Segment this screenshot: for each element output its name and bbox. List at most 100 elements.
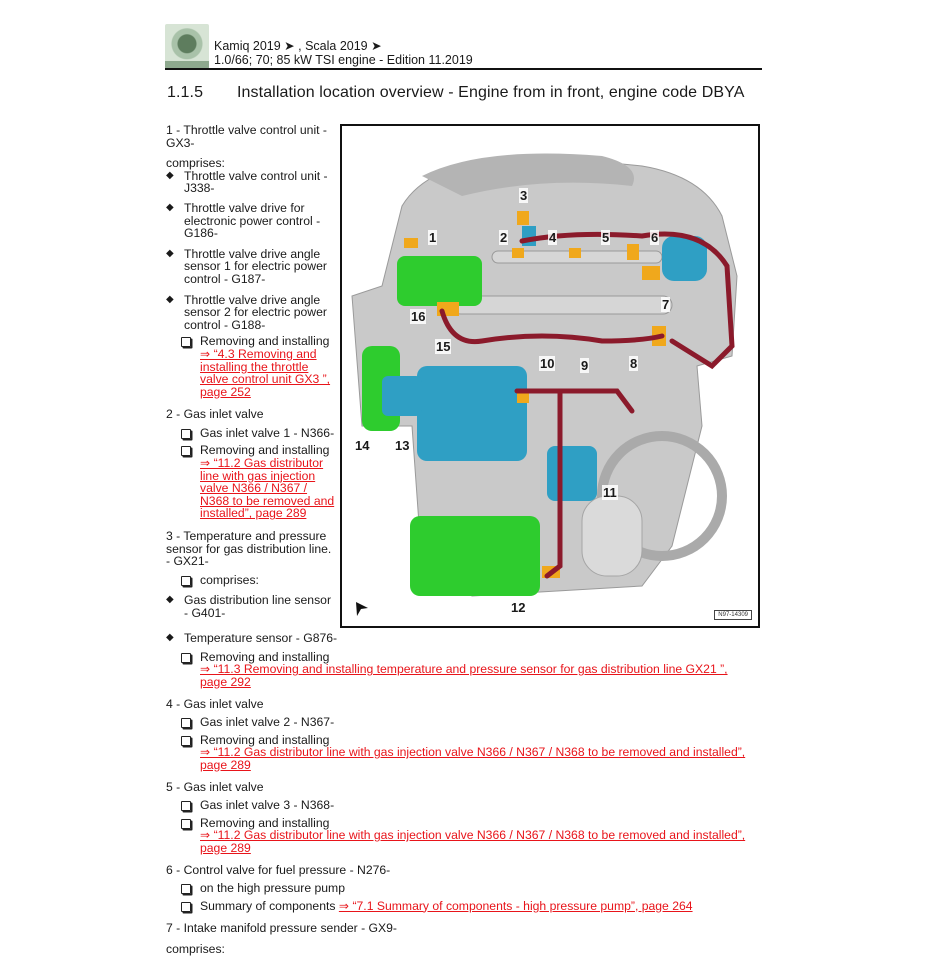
view-direction-arrow-icon	[356, 602, 368, 616]
bullet-item: ◆ Throttle valve drive for electronic pow…	[166, 202, 336, 240]
sub-item: Gas inlet valve 2 - N367-	[166, 716, 766, 729]
checkbox-bullet-icon	[181, 652, 191, 663]
item-title-cont: GX3-	[166, 135, 195, 150]
callout-10: 10	[539, 356, 556, 371]
sub-item: Removing and installing⇒ “11.3 Removing …	[166, 649, 766, 689]
callout-2: 2	[499, 230, 509, 245]
callout-8: 8	[629, 356, 639, 371]
item-title: 5 - Gas inlet valve	[166, 780, 264, 795]
checkbox-bullet-icon	[181, 735, 191, 746]
sub-text: comprises:	[200, 572, 259, 587]
callout-12: 12	[510, 600, 527, 615]
link-gas-distributor-line[interactable]: ⇒ “11.2 Gas distributor line with gas in…	[200, 456, 335, 521]
sub-item: comprises:	[166, 574, 336, 587]
header-vehicle-models: Kamiq 2019 ➤ , Scala 2019 ➤	[214, 39, 382, 53]
brand-logo-icon	[165, 24, 209, 68]
link-gas-distributor-line[interactable]: ⇒ “11.2 Gas distributor line with gas in…	[200, 828, 746, 855]
bullet-text: Throttle valve drive angle sensor 1 for …	[184, 246, 327, 286]
engine-illustration	[351, 153, 738, 597]
diamond-bullet-icon: ◆	[166, 169, 174, 181]
legend-item-5: 5 - Gas inlet valve Gas inlet valve 3 - …	[166, 781, 766, 854]
diamond-bullet-icon: ◆	[166, 632, 174, 643]
sub-label: Removing and installing	[200, 815, 330, 830]
sub-item: Removing and installing⇒ “11.2 Gas distr…	[166, 444, 336, 520]
callout-3: 3	[519, 188, 529, 203]
sub-item: Removing and installing⇒ “11.2 Gas distr…	[166, 815, 766, 855]
comprises-label: comprises:	[166, 156, 225, 171]
sub-text: Gas inlet valve 3 - N368-	[200, 797, 335, 812]
callout-16: 16	[410, 309, 427, 324]
callout-15: 15	[435, 339, 452, 354]
callout-1: 1	[428, 230, 438, 245]
checkbox-bullet-icon	[181, 717, 191, 728]
sub-label: Removing and installing	[200, 334, 330, 349]
legend-item-3: 3 - Temperature and pressure sensor for …	[166, 530, 336, 620]
sub-label: Removing and installing	[200, 649, 330, 664]
sub-item: Gas inlet valve 3 - N368-	[166, 799, 766, 812]
section-title: Installation location overview - Engine …	[237, 84, 745, 101]
checkbox-bullet-icon	[181, 818, 191, 829]
diamond-bullet-icon: ◆	[166, 247, 174, 259]
legend-column: 1 - Throttle valve control unit - GX3- c…	[166, 124, 336, 628]
checkbox-bullet-icon	[181, 428, 191, 439]
legend-item-4: 4 - Gas inlet valve Gas inlet valve 2 - …	[166, 698, 766, 771]
bullet-text: Gas distribution line sensor - G401-	[184, 593, 331, 620]
engine-figure: 1 2 3 4 5 6 7 8 9 10 11 12 13 14 15 16 N…	[340, 124, 760, 628]
checkbox-bullet-icon	[181, 901, 191, 912]
diamond-bullet-icon: ◆	[166, 201, 174, 213]
sub-item: Gas inlet valve 1 - N366-	[166, 427, 336, 440]
legend-item-7: 7 - Intake manifold pressure sender - GX…	[166, 922, 766, 955]
sub-label: Removing and installing	[200, 443, 330, 458]
figure-code: N97-14309	[714, 610, 752, 620]
sub-label: Removing and installing	[200, 732, 330, 747]
bullet-item: ◆Throttle valve control unit - J338-	[166, 170, 336, 195]
bullet-item: ◆ Throttle valve drive angle sensor 1 for…	[166, 246, 336, 286]
checkbox-bullet-icon	[181, 883, 191, 894]
diamond-bullet-icon: ◆	[166, 293, 174, 305]
bullet-item: ◆ Temperature sensor - G876-	[166, 632, 766, 645]
item-title: 1 - Throttle valve control unit -	[166, 123, 327, 137]
callout-6: 6	[650, 230, 660, 245]
legend-item-1: 1 - Throttle valve control unit - GX3- c…	[166, 124, 336, 398]
checkbox-bullet-icon	[181, 575, 191, 586]
callout-5: 5	[601, 230, 611, 245]
sub-item: on the high pressure pump	[166, 882, 766, 895]
header-divider	[165, 68, 762, 70]
link-high-pressure-pump[interactable]: ⇒ “7.1 Summary of components - high pres…	[338, 898, 693, 913]
bullet-text: Throttle valve drive angle sensor 2 for …	[184, 292, 327, 332]
callout-7: 7	[661, 297, 671, 312]
bullet-item: ◆ Throttle valve drive angle sensor 2 for…	[166, 292, 336, 332]
legend-item-6: 6 - Control valve for fuel pressure - N2…	[166, 864, 766, 912]
link-throttle-valve[interactable]: ⇒ “4.3 Removing and installing the throt…	[200, 346, 331, 399]
item-title: 6 - Control valve for fuel pressure - N2…	[166, 863, 391, 878]
diamond-bullet-icon: ◆	[166, 594, 174, 606]
sub-item: Removing and installing⇒ “4.3 Removing a…	[166, 335, 336, 398]
item-title: 7 - Intake manifold pressure sender - GX…	[166, 921, 397, 936]
sub-text: Gas inlet valve 1 - N366-	[200, 425, 335, 440]
callout-4: 4	[548, 230, 558, 245]
comprises-label: comprises:	[166, 941, 225, 956]
sub-text: on the high pressure pump	[200, 880, 345, 895]
link-gas-distributor-line[interactable]: ⇒ “11.2 Gas distributor line with gas in…	[200, 745, 746, 772]
checkbox-bullet-icon	[181, 337, 191, 348]
callout-13: 13	[394, 438, 411, 453]
sub-label: Summary of components	[200, 898, 336, 913]
item-title: 2 - Gas inlet valve	[166, 407, 264, 422]
checkbox-bullet-icon	[181, 446, 191, 457]
page-title: 1.1.5 Installation location overview - En…	[167, 84, 745, 102]
section-number: 1.1.5	[167, 84, 204, 101]
callout-9: 9	[580, 358, 590, 373]
legend-item-2: 2 - Gas inlet valve Gas inlet valve 1 - …	[166, 408, 336, 520]
bullet-text: Temperature sensor - G876-	[184, 631, 338, 645]
checkbox-bullet-icon	[181, 800, 191, 811]
callout-11: 11	[602, 485, 618, 500]
sub-item: Summary of components ⇒ “7.1 Summary of …	[166, 898, 766, 913]
legend-wide-section: ◆ Temperature sensor - G876- Removing and…	[166, 632, 766, 963]
callout-14: 14	[354, 438, 371, 453]
item-title: 4 - Gas inlet valve	[166, 697, 264, 712]
bullet-item: ◆ Gas distribution line sensor - G401-	[166, 594, 336, 619]
sub-text: Gas inlet valve 2 - N367-	[200, 714, 335, 729]
sub-item: Removing and installing⇒ “11.2 Gas distr…	[166, 732, 766, 772]
bullet-text: Throttle valve drive for electronic powe…	[184, 200, 321, 241]
link-temp-pressure-sensor[interactable]: ⇒ “11.3 Removing and installing temperat…	[200, 662, 728, 689]
